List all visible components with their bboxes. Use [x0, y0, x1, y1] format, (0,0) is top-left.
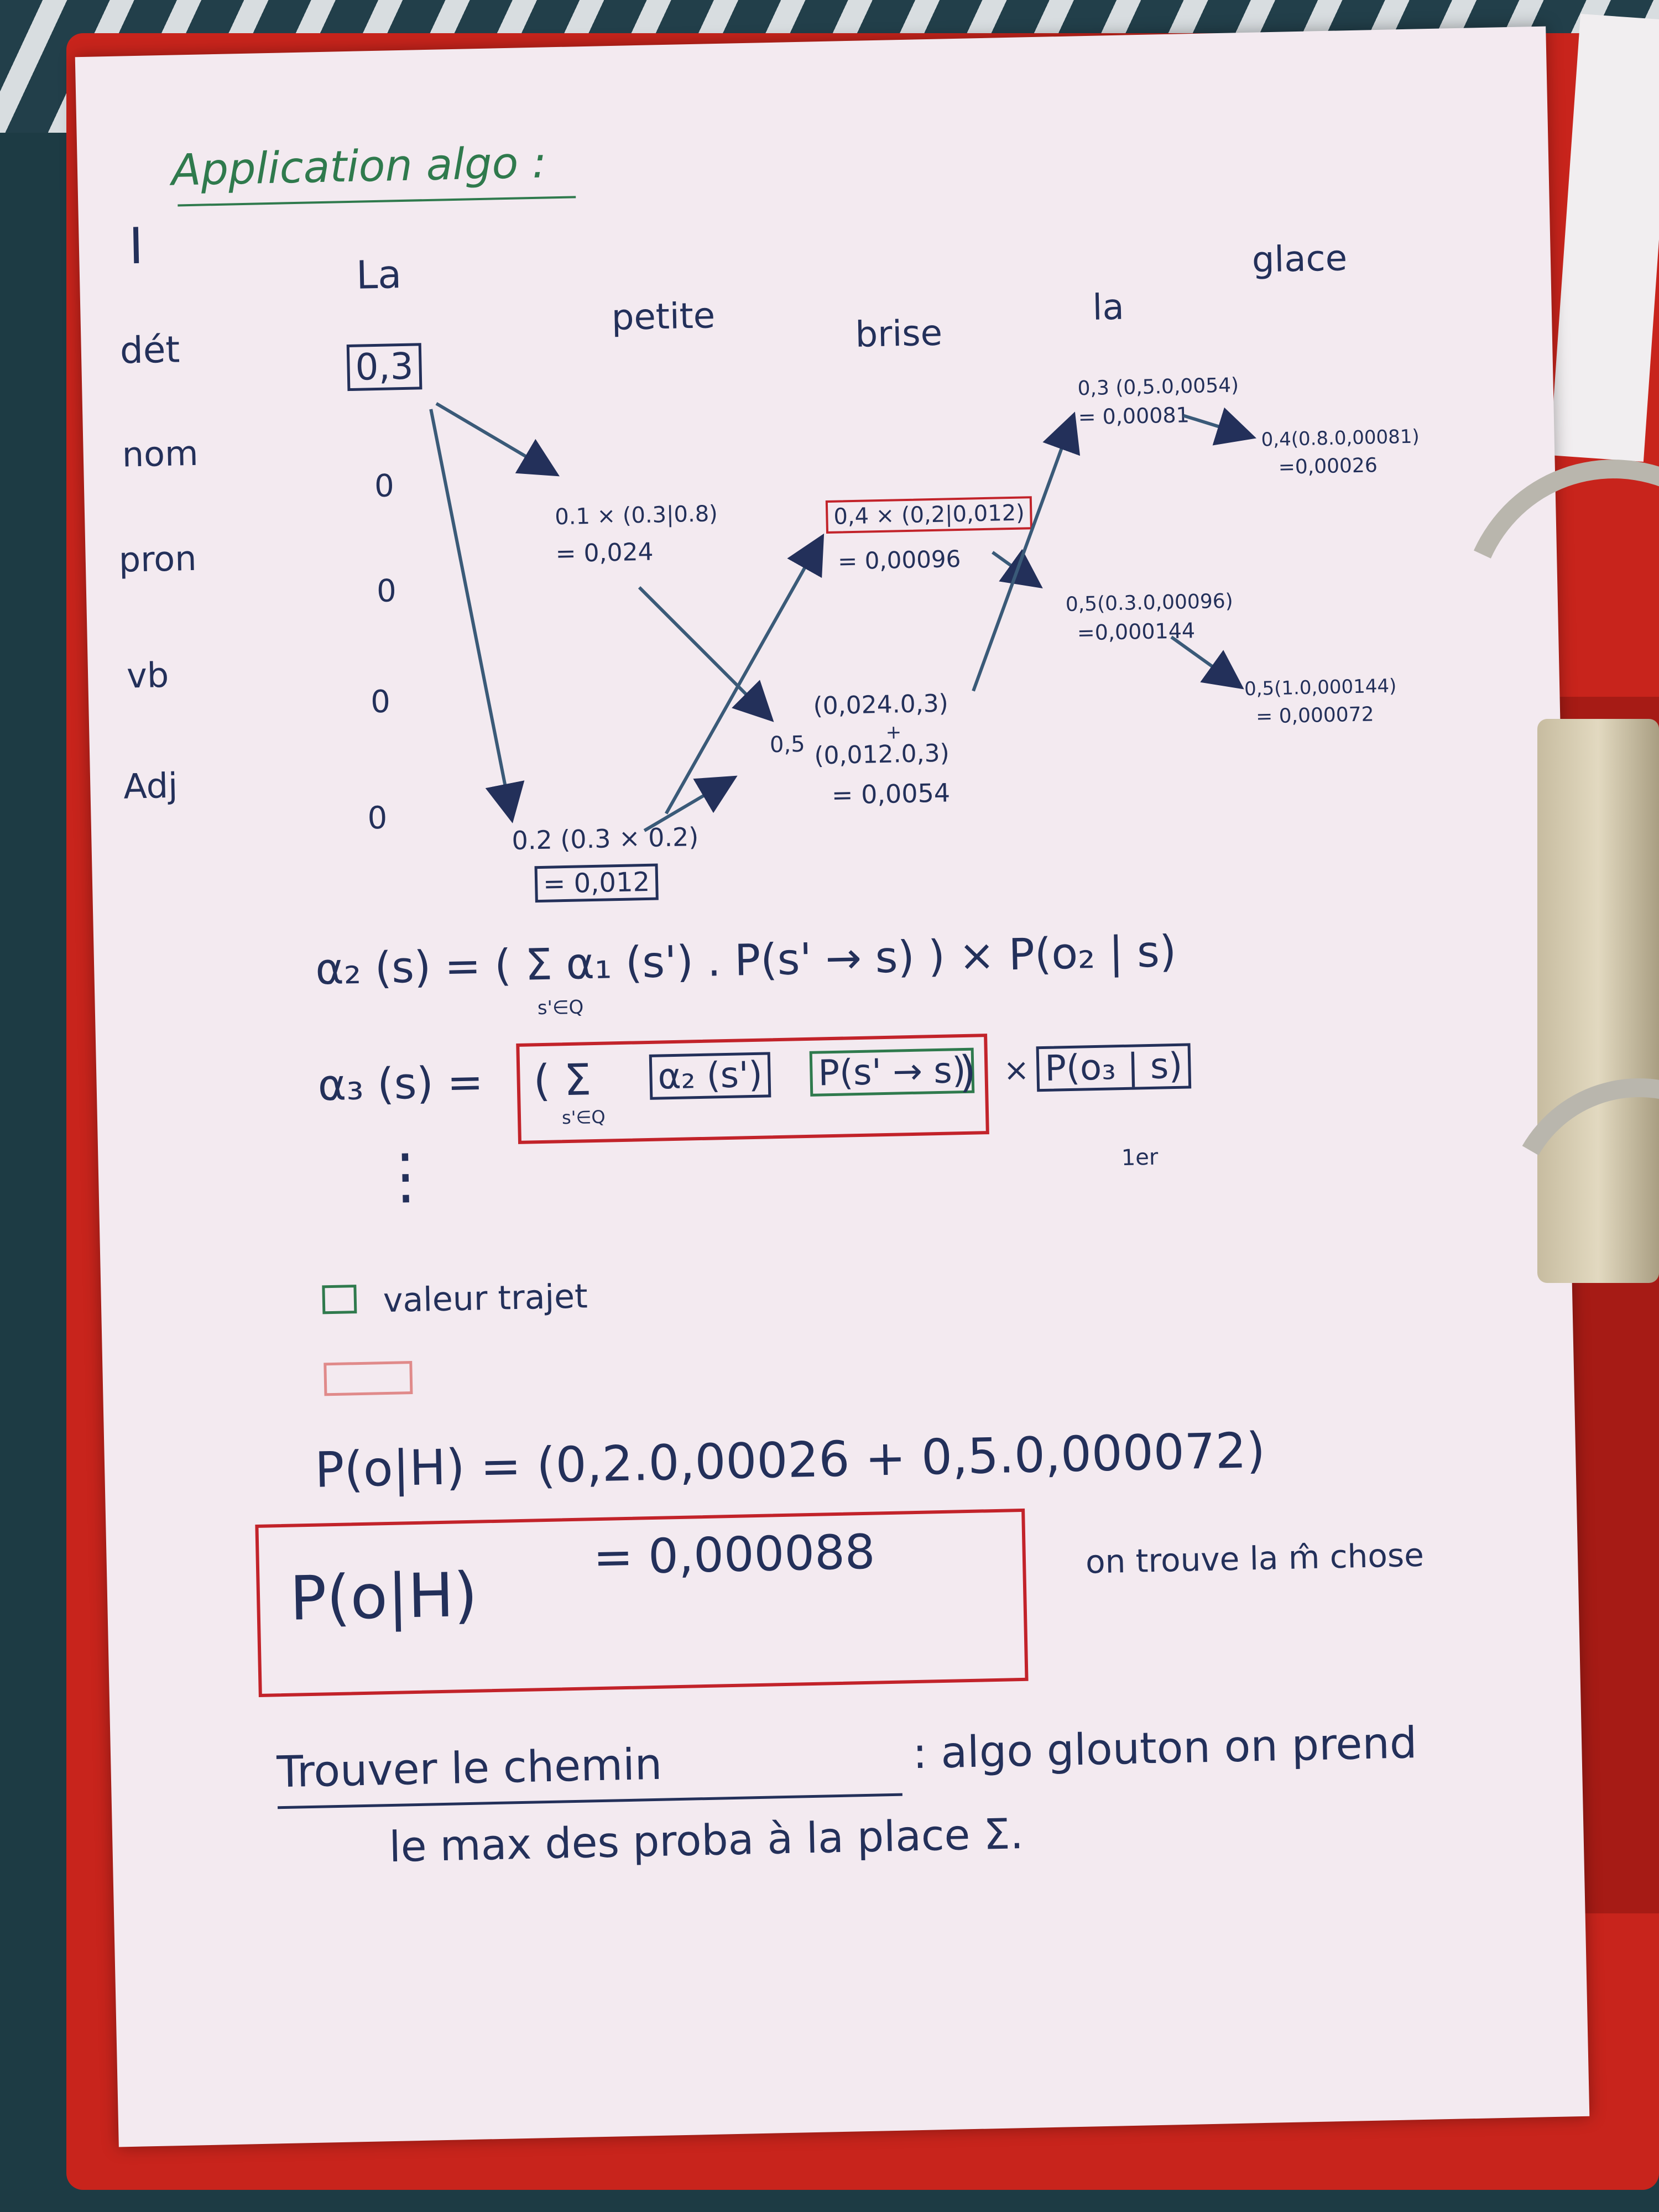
binder-mechanism — [1537, 719, 1659, 1283]
result-note: on trouve la m̂ chose — [1085, 1536, 1425, 1581]
formula2-close: ) — [958, 1047, 977, 1098]
arrow-adj-vb — [643, 775, 738, 832]
legend-red-square — [324, 1361, 413, 1396]
formula2-transition-term: P(s' → s) — [809, 1047, 975, 1097]
formula2-sum: ( Σ — [533, 1055, 592, 1107]
formula2-sum-index: s'∈Q — [561, 1106, 606, 1129]
formula2-lhs: α₃ (s) = — [317, 1057, 484, 1111]
arrow-vb-adj — [1170, 635, 1244, 690]
arrow-nom-vb — [638, 586, 774, 722]
formula2-times: × — [1003, 1052, 1030, 1089]
arrow-det-nom — [435, 402, 560, 477]
arrow-det-adj — [429, 409, 525, 823]
path-title-underline — [278, 1793, 902, 1809]
formula1-sum-index: s'∈Q — [537, 996, 584, 1020]
result-value: = 0,000088 — [592, 1524, 876, 1586]
formula2-emission-term: P(o₃ | s) — [1036, 1043, 1192, 1092]
formula2-alpha2-term: α₂ (s') — [649, 1052, 771, 1100]
path-title: Trouver le chemin — [276, 1739, 663, 1798]
notebook-page: Application algo : I La petite brise la … — [75, 26, 1590, 2147]
arrow-det-nom-2 — [1182, 407, 1256, 446]
result-lhs: P(o|H) — [289, 1559, 478, 1634]
arrow-pron-vb — [992, 549, 1043, 589]
legend-green-square — [322, 1285, 357, 1314]
result-formula: P(o|H) = (0,2.0,00026 + 0,5.0,000072) — [314, 1421, 1266, 1499]
arrow-vb-det — [972, 411, 1081, 692]
formula2-note: 1er — [1121, 1144, 1159, 1171]
path-text-2: le max des proba à la place Σ. — [388, 1809, 1024, 1872]
trellis-arrows — [429, 402, 1256, 832]
arrow-adj-pron — [664, 533, 825, 815]
continuation-dots: ⋮ — [374, 1140, 437, 1212]
path-text-1: : algo glouton on prend — [912, 1718, 1418, 1779]
legend-label: valeur trajet — [383, 1277, 588, 1321]
